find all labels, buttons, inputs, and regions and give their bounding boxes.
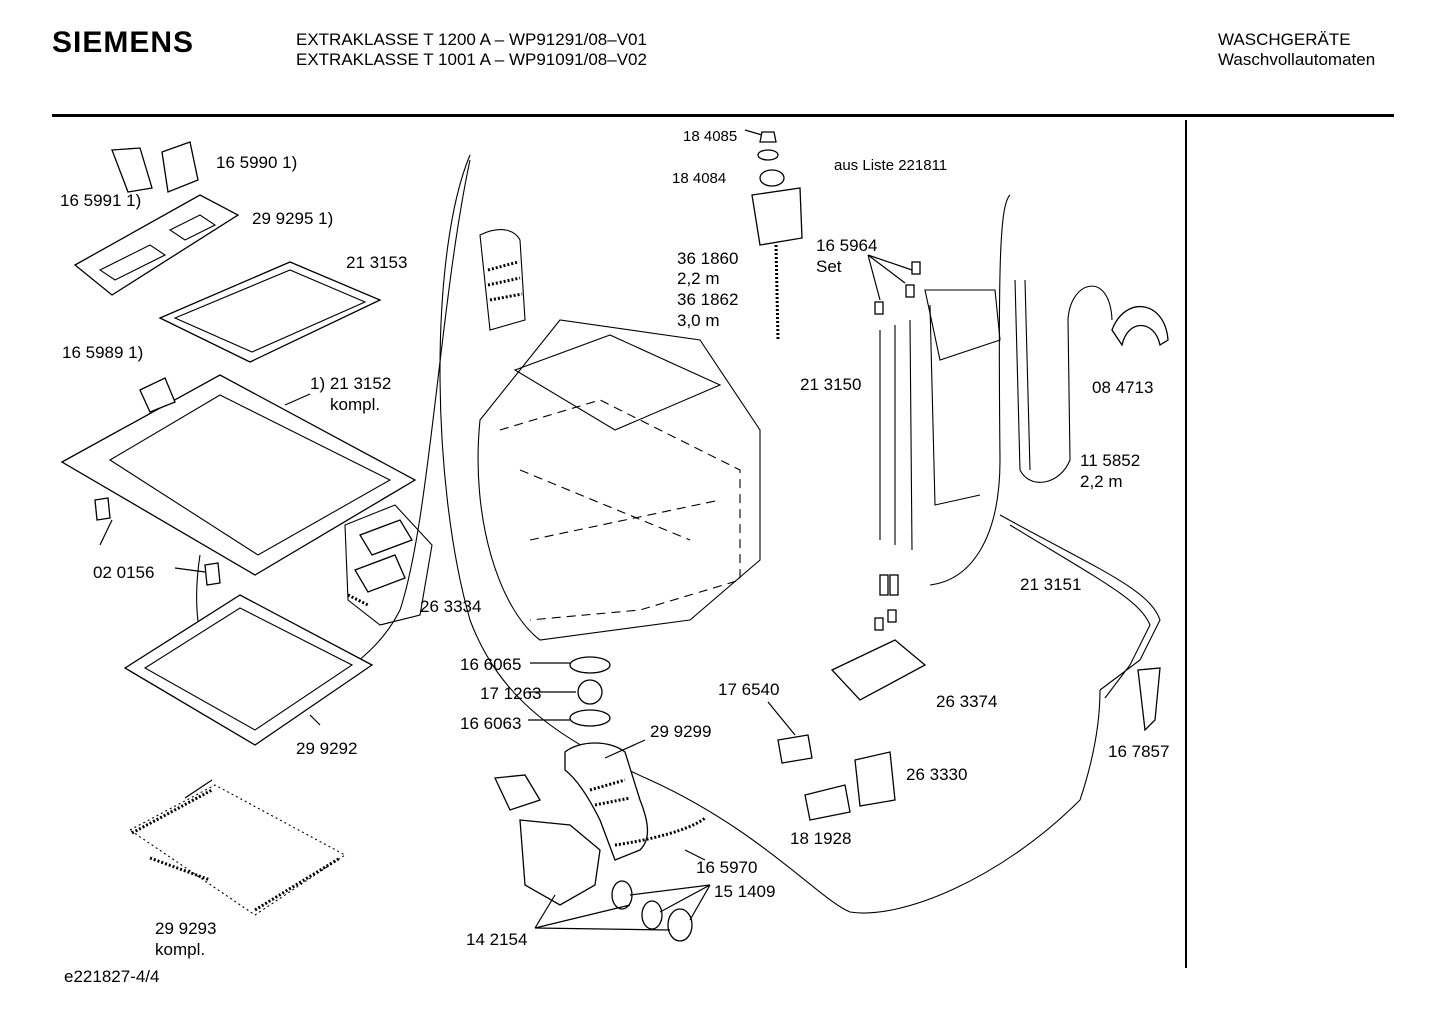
- label-26-3334: 26 3334: [420, 597, 482, 616]
- door-bellows: [479, 229, 526, 331]
- label-18-1928: 18 1928: [790, 829, 852, 848]
- label-36-1862: 36 1862: [677, 290, 739, 309]
- label-21-3153: 21 3153: [346, 253, 408, 272]
- valve-group-outline: [929, 194, 1011, 586]
- label-29-9292: 29 9292: [296, 739, 358, 758]
- tub-group-outline: [439, 154, 1101, 914]
- label-16-6065: 16 6065: [460, 655, 522, 674]
- detergent-tray: [73, 194, 240, 296]
- drawer-cover-part: [161, 141, 199, 193]
- category-subtitle: Waschvollautomaten: [1218, 50, 1376, 69]
- tub-body: [477, 319, 761, 641]
- clip-02-0156-a: [94, 497, 111, 521]
- label-16-5964-set: Set: [816, 257, 842, 276]
- bracket-17-6540: [777, 734, 813, 764]
- label-21-3152: 1) 21 3152: [310, 374, 392, 393]
- ball-17-1263: [577, 679, 603, 705]
- drain-hose-21-3151: [999, 514, 1161, 699]
- document-id: e221827-4/4: [64, 967, 160, 986]
- holder-16-7857: [1137, 667, 1161, 732]
- filter-cap: [667, 908, 693, 942]
- label-16-5964: 16 5964: [816, 236, 878, 255]
- drawer-handle-part: [111, 147, 153, 193]
- relay-18-1928: [804, 784, 851, 821]
- lid-frame-29-9292: [123, 594, 374, 746]
- label-16-5990: 16 5990 1): [216, 153, 298, 172]
- label-16-6063: 16 6063: [460, 714, 522, 733]
- hose-bend-08-4713: [1111, 305, 1169, 347]
- valve-26-3374: [830, 639, 927, 701]
- door-lock-group: [344, 504, 433, 626]
- label-29-9293-kompl: kompl.: [155, 940, 206, 959]
- cap-18-4085: [759, 131, 777, 143]
- label-15-1409: 15 1409: [714, 882, 776, 901]
- label-29-9295: 29 9295 1): [252, 209, 334, 228]
- label-16-5989: 16 5989 1): [62, 343, 144, 362]
- label-21-3151: 21 3151: [1020, 575, 1082, 594]
- label-36-1860-length: 2,2 m: [677, 269, 720, 288]
- label-16-5991: 16 5991 1): [60, 191, 142, 210]
- vent-box-18-4084: [751, 187, 803, 246]
- label-36-1860: 36 1860: [677, 249, 739, 268]
- seal-16-6065: [569, 656, 611, 674]
- header-divider: [52, 114, 1394, 117]
- hose-16-5970: [614, 816, 706, 847]
- drain-pump-14-2154: [519, 819, 601, 906]
- label-11-5852: 11 5852: [1080, 451, 1141, 470]
- label-14-2154: 14 2154: [466, 930, 528, 949]
- label-26-3374: 26 3374: [936, 692, 998, 711]
- model-line-2: EXTRAKLASSE T 1001 A – WP91091/08–V02: [296, 50, 647, 69]
- label-21-3150: 21 3150: [800, 375, 862, 394]
- hose-11-5852: [1014, 279, 1113, 483]
- brand-logo: SIEMENS: [52, 26, 195, 59]
- label-18-4084: 18 4084: [672, 170, 727, 187]
- label-29-9299: 29 9299: [650, 722, 712, 741]
- sump-hose-29-9299: [564, 742, 649, 861]
- label-11-5852-length: 2,2 m: [1080, 472, 1123, 491]
- valve-26-3330: [854, 751, 896, 807]
- vent-hose-36-1860: [774, 244, 780, 341]
- label-18-4085: 18 4085: [683, 128, 738, 145]
- lid-glass-29-9293: [128, 784, 347, 916]
- hose-set-21-3150: [879, 304, 981, 551]
- label-26-3330: 26 3330: [906, 765, 968, 784]
- label-29-9293: 29 9293: [155, 919, 217, 938]
- top-frame-21-3153: [158, 261, 382, 363]
- label-16-5970: 16 5970: [696, 858, 758, 877]
- label-02-0156: 02 0156: [93, 563, 155, 582]
- label-17-1263: 17 1263: [480, 684, 542, 703]
- clip-02-0156-b: [204, 562, 221, 586]
- label-21-3152-kompl: kompl.: [330, 395, 381, 414]
- right-margin-divider: [1185, 120, 1187, 968]
- filter-ring-b: [641, 900, 663, 930]
- label-aus-liste: aus Liste 221811: [834, 157, 948, 174]
- nozzle-a: [905, 284, 915, 298]
- label-08-4713: 08 4713: [1092, 378, 1154, 397]
- category-title: WASCHGERÄTE: [1218, 30, 1351, 49]
- ring-16-6063: [569, 709, 611, 727]
- label-16-7857: 16 7857: [1108, 742, 1170, 761]
- nozzle-b: [911, 261, 921, 275]
- label-17-6540: 17 6540: [718, 680, 780, 699]
- nozzle-c: [874, 301, 884, 315]
- label-36-1862-length: 3,0 m: [677, 311, 720, 330]
- model-line-1: EXTRAKLASSE T 1200 A – WP91291/08–V01: [296, 30, 647, 49]
